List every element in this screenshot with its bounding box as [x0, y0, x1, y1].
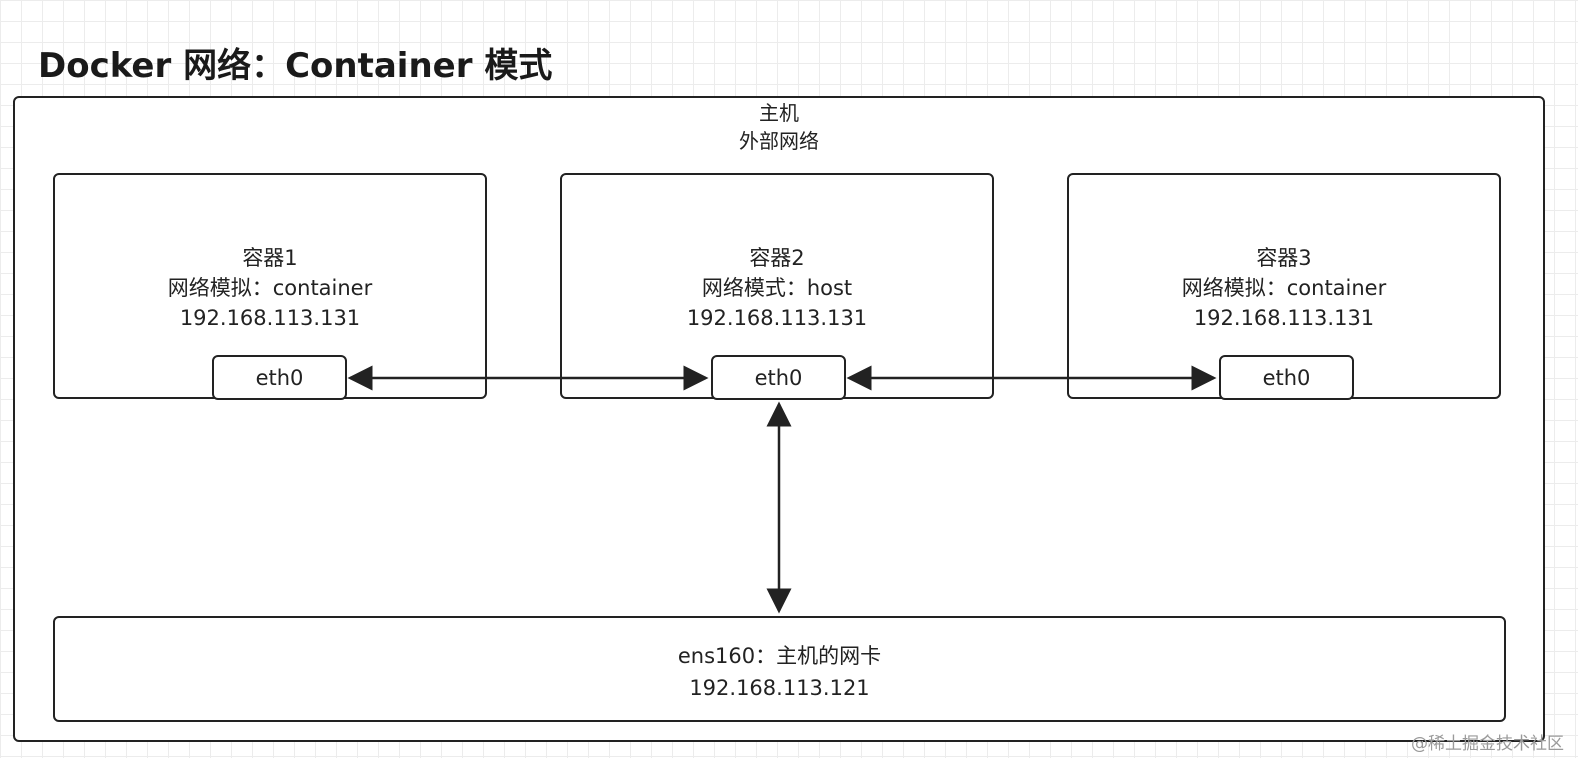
container-3-eth0: eth0	[1219, 355, 1354, 400]
container-1-name: 容器1	[242, 246, 298, 270]
container-2-mode: 网络模式：host	[701, 276, 853, 300]
container-1-mode: 网络模拟：container	[167, 276, 373, 300]
container-1-eth0: eth0	[212, 355, 347, 400]
host-network-label: 外部网络	[739, 129, 819, 153]
watermark: @稀土掘金技术社区	[1411, 734, 1564, 754]
container-2-name: 容器2	[749, 246, 805, 270]
host-nic-box: ens160：主机的网卡 192.168.113.121	[53, 616, 1506, 722]
host-nic-ip: 192.168.113.121	[689, 676, 870, 700]
container-3-ip: 192.168.113.131	[1193, 306, 1375, 330]
host-label: 主机	[759, 101, 799, 125]
container-1-ip: 192.168.113.131	[179, 306, 361, 330]
container-3-name: 容器3	[1256, 246, 1312, 270]
container-2-eth0: eth0	[711, 355, 846, 400]
diagram-title: Docker 网络：Container 模式	[38, 46, 553, 86]
host-nic-label: ens160：主机的网卡	[677, 644, 882, 668]
container-2-ip: 192.168.113.131	[686, 306, 868, 330]
container-3-mode: 网络模拟：container	[1181, 276, 1387, 300]
